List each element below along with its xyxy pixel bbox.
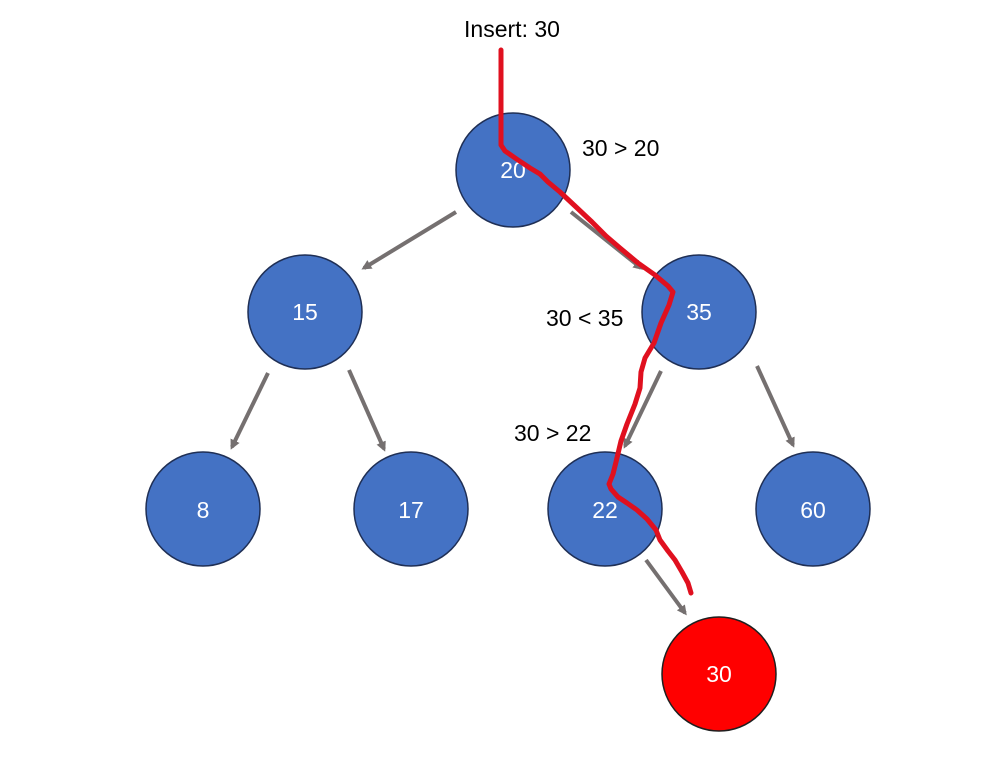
node-22: 22	[547, 451, 663, 567]
node-circle	[353, 451, 469, 567]
node-30-inserted: 30	[661, 616, 777, 732]
search-path	[498, 47, 694, 596]
node-label: 8	[197, 497, 210, 523]
node-label: 15	[292, 299, 318, 325]
insert-title: Insert: 30	[464, 16, 560, 42]
edge-22-30	[644, 558, 687, 616]
edge-35-60	[755, 365, 795, 448]
node-label: 60	[800, 497, 826, 523]
comparison-at-35: 30 < 35	[546, 305, 623, 331]
edge-15-17	[347, 369, 386, 452]
node-circle	[455, 112, 571, 228]
comparison-at-20: 30 > 20	[582, 135, 659, 161]
node-label: 35	[686, 299, 712, 325]
node-20: 20	[455, 112, 571, 228]
comparison-at-22: 30 > 22	[514, 420, 591, 446]
node-circle	[547, 451, 663, 567]
node-35: 35	[641, 254, 757, 370]
inserted-node-circle	[661, 616, 777, 732]
node-circle	[641, 254, 757, 370]
node-circle	[755, 451, 871, 567]
node-label: 30	[706, 661, 732, 687]
node-17: 17	[353, 451, 469, 567]
edge-20-15	[361, 210, 458, 270]
node-circle	[145, 451, 261, 567]
node-8: 8	[145, 451, 261, 567]
node-group: 20 15 35 8 17 22	[145, 112, 871, 732]
edge-group	[230, 210, 795, 616]
edge-15-8	[230, 372, 270, 450]
node-label: 22	[592, 497, 618, 523]
node-15: 15	[247, 254, 363, 370]
node-60: 60	[755, 451, 871, 567]
edge-35-22	[623, 370, 663, 449]
node-label: 17	[398, 497, 424, 523]
node-circle	[247, 254, 363, 370]
